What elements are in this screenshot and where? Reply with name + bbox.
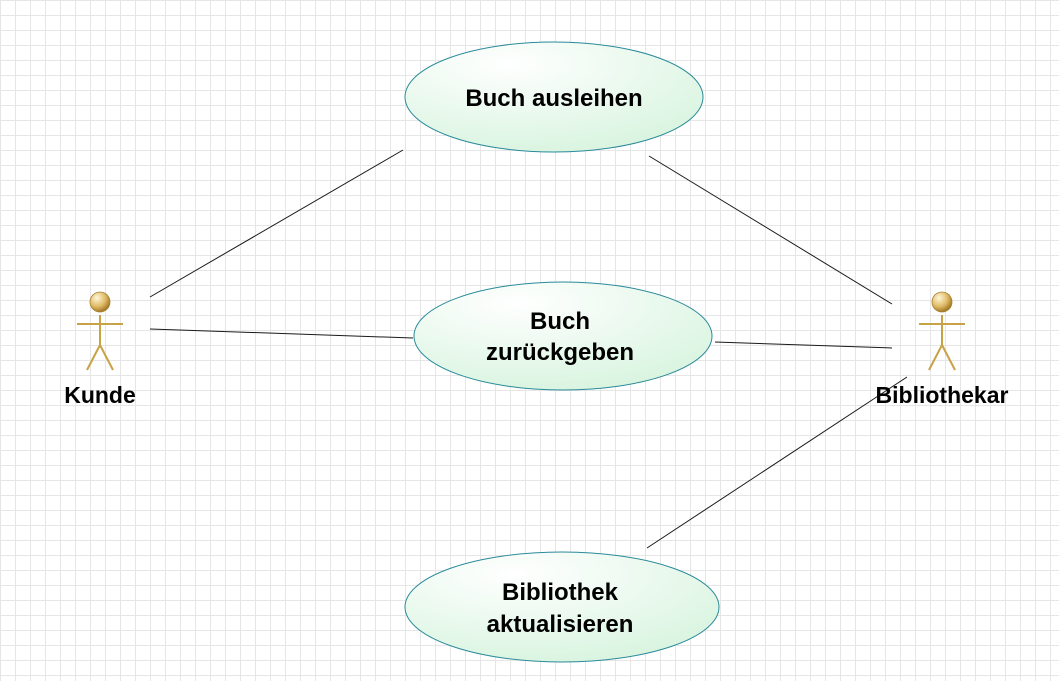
association-kunde-ausleihen[interactable]	[149, 149, 404, 298]
use-case-bibliothek-aktualisieren[interactable]: Bibliothek aktualisieren	[404, 551, 720, 663]
association-bibliothekar-ausleihen[interactable]	[648, 155, 893, 305]
use-case-label-line-1: Bibliothek	[502, 579, 619, 606]
use-case-label-line-1: Buch	[530, 308, 590, 335]
use-case-buch-ausleihen[interactable]: Buch ausleihen	[404, 41, 704, 153]
use-case-label: Buch ausleihen	[465, 85, 642, 112]
association-bibliothekar-aktualisieren[interactable]	[646, 376, 908, 549]
stick-figure-icon	[919, 291, 965, 371]
association-bibliothekar-zurueckgeben[interactable]	[714, 341, 893, 349]
use-case-buch-zurueckgeben[interactable]: Buch zurückgeben	[413, 281, 713, 391]
actor-kunde[interactable]: Kunde	[64, 291, 136, 408]
actor-label: Bibliothekar	[876, 382, 1009, 408]
stick-figure-icon	[77, 291, 123, 371]
use-case-ellipse	[404, 551, 720, 663]
use-case-label-line-2: zurückgeben	[486, 339, 634, 366]
use-case-ellipse	[413, 281, 713, 391]
use-case-ellipse	[404, 41, 704, 153]
use-case-label-line-2: aktualisieren	[487, 611, 634, 638]
association-kunde-zurueckgeben[interactable]	[149, 328, 414, 339]
actor-bibliothekar[interactable]: Bibliothekar	[876, 291, 1009, 408]
actor-label: Kunde	[64, 382, 136, 408]
